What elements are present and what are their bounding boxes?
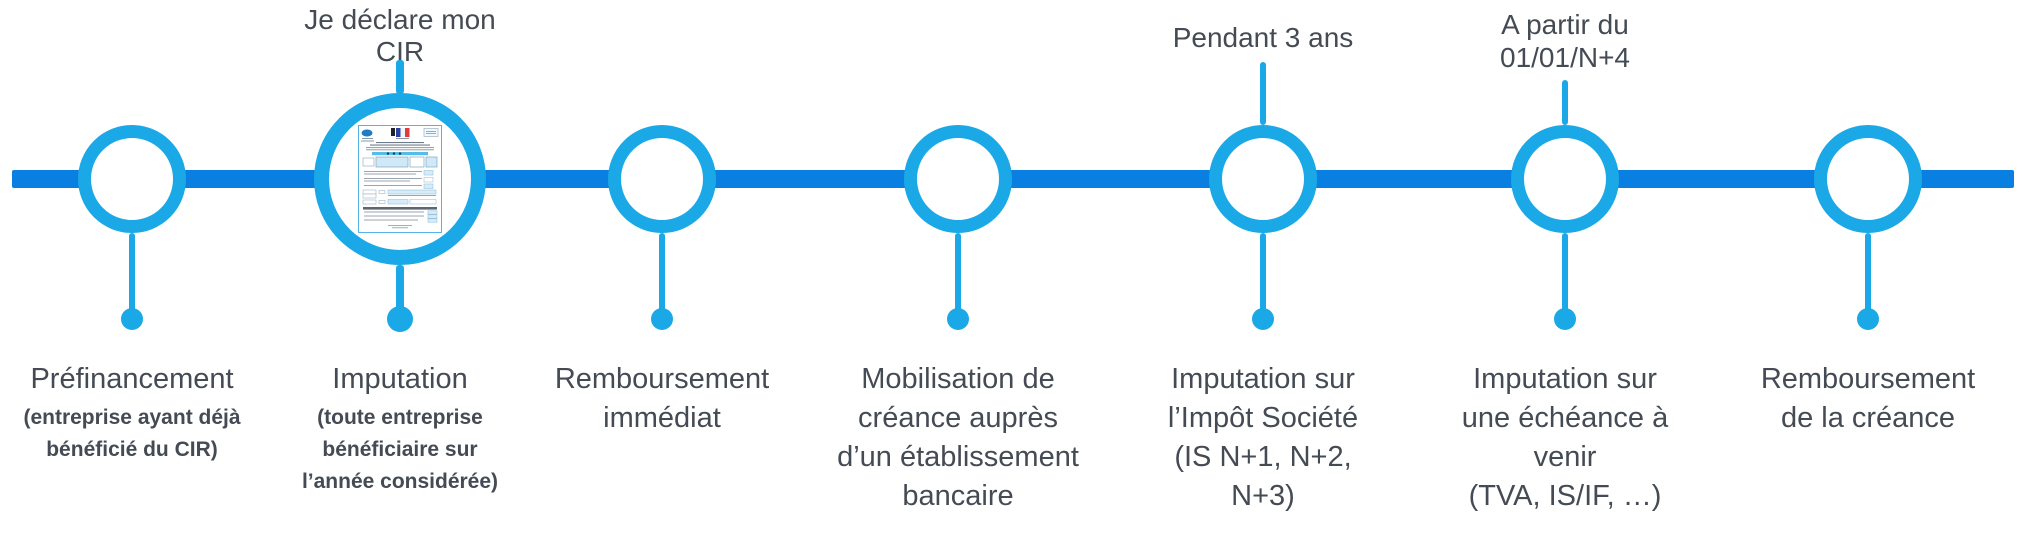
connector-stem-down bbox=[129, 233, 135, 313]
node-title: Imputation bbox=[332, 363, 468, 395]
node-title: Imputation sur une échéance à venir (TVA… bbox=[1461, 363, 1669, 512]
node-subtitle: (toute entreprise bénéficiaire sur l’ann… bbox=[301, 406, 499, 493]
top-label-a-partir-du: A partir du 01/01/N+4 bbox=[1500, 9, 1630, 73]
connector-stem-up bbox=[1260, 62, 1266, 125]
node-subtitle: (entreprise ayant déjà bénéficié du CIR) bbox=[23, 406, 241, 461]
timeline-dot bbox=[947, 308, 969, 330]
timeline-node-remboursement-creance bbox=[1814, 125, 1922, 233]
timeline-dot bbox=[1857, 308, 1879, 330]
timeline-node-imputation-is bbox=[1209, 125, 1317, 233]
timeline-node-imputation-declaration bbox=[314, 93, 486, 265]
label-imputation: Imputation (toute entreprise bénéficiair… bbox=[245, 360, 555, 498]
connector-stem-down bbox=[396, 265, 404, 311]
node-title: Préfinancement bbox=[30, 363, 234, 395]
connector-stem-down bbox=[1562, 233, 1568, 313]
label-imputation-is: Imputation sur l’Impôt Société (IS N+1, … bbox=[1108, 360, 1418, 516]
label-mobilisation-creance: Mobilisation de créance auprès d’un étab… bbox=[803, 360, 1113, 516]
timeline-dot bbox=[1252, 308, 1274, 330]
connector-stem-down bbox=[1865, 233, 1871, 313]
label-imputation-echeance: Imputation sur une échéance à venir (TVA… bbox=[1410, 360, 1720, 516]
top-label-je-declare-mon-cir: Je déclare mon CIR bbox=[304, 4, 496, 67]
label-remboursement-immediat: Remboursement immédiat bbox=[507, 360, 817, 438]
timeline-node-imputation-echeance bbox=[1511, 125, 1619, 233]
top-label-pendant-3-ans: Pendant 3 ans bbox=[1172, 22, 1354, 53]
timeline-node-remboursement-immediat bbox=[608, 125, 716, 233]
timeline-dot bbox=[121, 308, 143, 330]
connector-stem-down bbox=[1260, 233, 1266, 313]
node-title: Imputation sur l’Impôt Société (IS N+1, … bbox=[1167, 363, 1359, 512]
timeline-dot bbox=[651, 308, 673, 330]
timeline-node-prefinancement bbox=[78, 125, 186, 233]
label-prefinancement: Préfinancement (entreprise ayant déjà bé… bbox=[0, 360, 287, 466]
label-remboursement-creance: Remboursement de la créance bbox=[1713, 360, 2023, 438]
cir-declaration-form-icon bbox=[358, 125, 442, 233]
timeline-dot bbox=[1554, 308, 1576, 330]
timeline-dot bbox=[387, 306, 413, 332]
connector-stem-down bbox=[659, 233, 665, 313]
connector-stem-up bbox=[396, 60, 404, 94]
timeline-bar bbox=[12, 170, 2014, 188]
node-title: Remboursement immédiat bbox=[554, 363, 770, 434]
node-title: Remboursement de la créance bbox=[1760, 363, 1976, 434]
timeline-node-mobilisation-creance bbox=[904, 125, 1012, 233]
connector-stem-down bbox=[955, 233, 961, 313]
connector-stem-up bbox=[1562, 80, 1568, 125]
node-title: Mobilisation de créance auprès d’un étab… bbox=[837, 363, 1079, 512]
